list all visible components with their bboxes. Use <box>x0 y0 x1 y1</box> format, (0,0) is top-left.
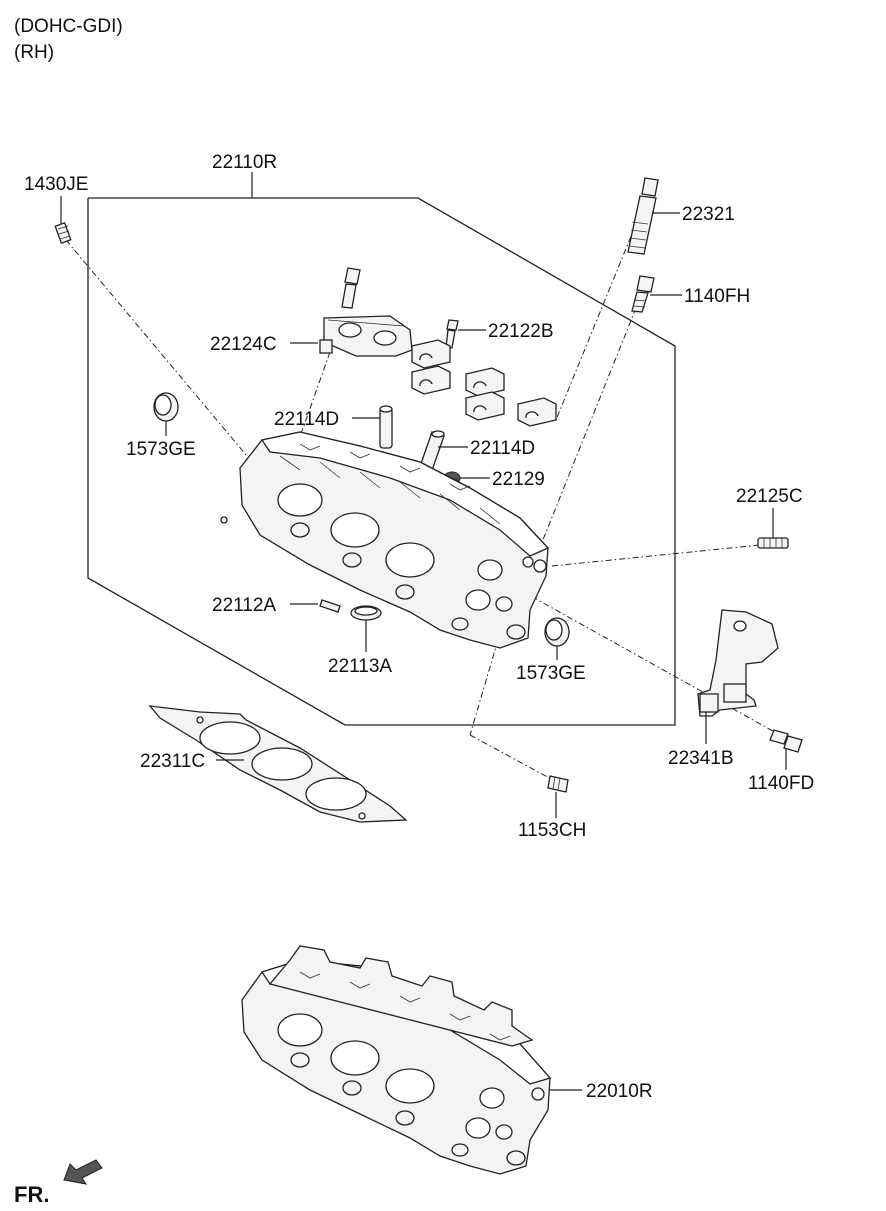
diagram-variant-label: (DOHC-GDI) <box>14 16 123 37</box>
front-direction-label: FR. <box>14 1182 49 1207</box>
part-22125C-stud <box>757 537 789 549</box>
label-22124C: 22124C <box>210 334 277 355</box>
part-22112A-pin <box>319 599 341 613</box>
part-22113A-seal-ring <box>350 605 382 621</box>
part-22321-head-bolt <box>627 177 659 255</box>
part-cylinder-head-kit <box>220 431 550 649</box>
label-1140FH: 1140FH <box>684 286 750 307</box>
label-1573GE-left: 1573GE <box>126 439 196 460</box>
part-1153CH-stud <box>547 775 569 793</box>
part-1573GE-left-plug <box>153 392 179 422</box>
label-22112A: 22112A <box>212 595 276 616</box>
label-22341B: 22341B <box>668 748 734 769</box>
label-22114D-b: 22114D <box>470 438 535 459</box>
dash-1153CH-b <box>469 734 554 781</box>
kit-boundary-frame <box>87 197 676 726</box>
part-1140FH-bolt <box>631 275 655 313</box>
part-bearing-caps <box>411 339 557 427</box>
part-22114D-guide-a <box>379 405 393 449</box>
label-1430JE: 1430JE <box>24 174 88 195</box>
label-1153CH: 1153CH <box>518 820 586 841</box>
part-1140FD-bolt <box>769 729 803 753</box>
part-22311C-head-gasket <box>148 705 408 823</box>
label-1573GE-right: 1573GE <box>516 663 586 684</box>
dash-22125C <box>551 544 761 567</box>
part-22122B-bolt <box>445 319 459 349</box>
front-direction-arrow-icon <box>63 1159 103 1185</box>
part-22010R-cylinder-head-assy <box>241 945 552 1175</box>
label-22125C: 22125C <box>736 486 803 507</box>
dash-1153CH-a <box>469 639 499 736</box>
label-22113A: 22113A <box>328 656 392 677</box>
part-22341B-bracket <box>697 609 779 717</box>
label-22321: 22321 <box>682 204 735 225</box>
part-22124C-cam-cap <box>319 267 413 357</box>
label-1140FD: 1140FD <box>748 773 814 794</box>
label-22110R: 22110R <box>212 152 277 173</box>
label-22129: 22129 <box>492 469 545 490</box>
dash-1140FH <box>521 307 637 593</box>
dash-1430JE <box>65 239 253 463</box>
label-22010R: 22010R <box>586 1081 653 1102</box>
dash-1140FD <box>519 589 781 736</box>
dash-22321 <box>555 223 637 421</box>
part-1430JE-pin <box>54 221 72 245</box>
label-22311C: 22311C <box>140 751 205 772</box>
label-22114D-a: 22114D <box>274 409 339 430</box>
diagram-side-label: (RH) <box>14 42 55 63</box>
label-22122B: 22122B <box>488 321 554 342</box>
part-1573GE-right-plug <box>544 617 570 647</box>
